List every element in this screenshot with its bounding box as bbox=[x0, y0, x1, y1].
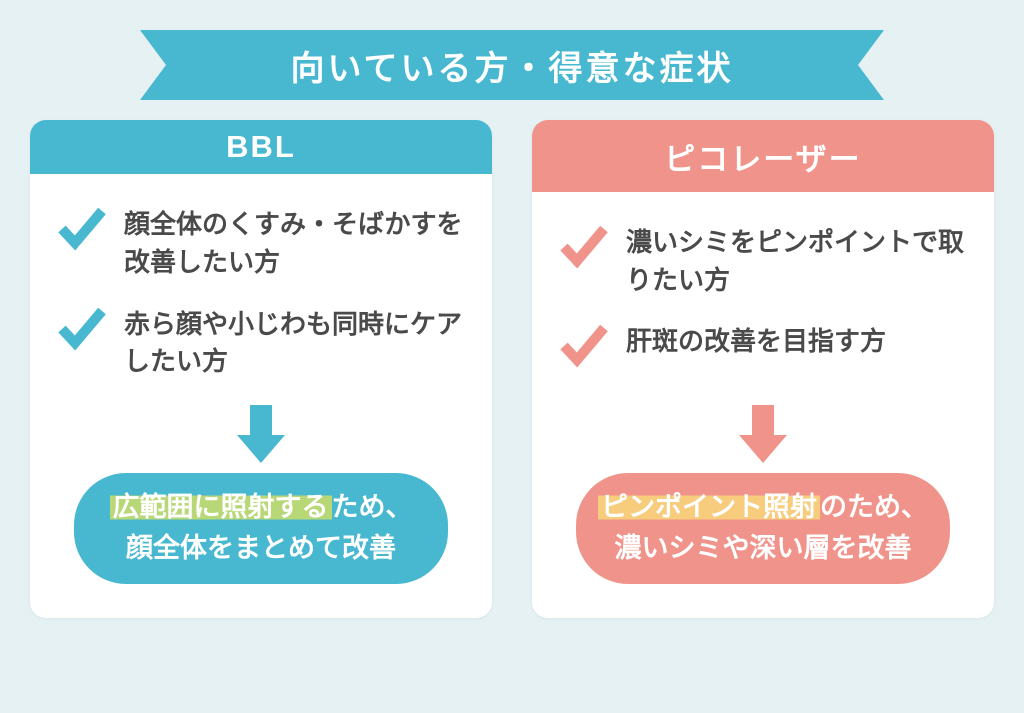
down-arrow-icon bbox=[237, 405, 285, 463]
conclusion-line1-rest: のため、 bbox=[820, 492, 928, 522]
checkmark-icon bbox=[58, 208, 106, 251]
card-bbl-body: 顔全体のくすみ・そばかすを改善したい方 赤ら顔や小じわも同時にケアしたい方 広範… bbox=[30, 174, 492, 618]
list-item: 肝斑の改善を目指す方 bbox=[560, 323, 966, 368]
card-pico-body: 濃いシミをピンポイントで取りたい方 肝斑の改善を目指す方 ピンポイント照射のため… bbox=[532, 192, 994, 618]
down-arrow-icon bbox=[739, 405, 787, 463]
card-bbl-title: BBL bbox=[226, 129, 296, 165]
list-item: 顔全体のくすみ・そばかすを改善したい方 bbox=[58, 206, 464, 281]
list-item-text: 肝斑の改善を目指す方 bbox=[626, 326, 887, 357]
conclusion-pill: 広範囲に照射するため、 顔全体をまとめて改善 bbox=[74, 473, 448, 584]
card-bbl: BBL 顔全体のくすみ・そばかすを改善したい方 赤ら顔や小じわも同時にケアしたい… bbox=[30, 120, 492, 618]
checkmark-icon bbox=[58, 307, 106, 351]
title-ribbon: 向いている方・得意な症状 bbox=[140, 30, 884, 100]
conclusion-pill: ピンポイント照射のため、 濃いシミや深い層を改善 bbox=[576, 473, 950, 584]
conclusion-line2: 濃いシミや深い層を改善 bbox=[614, 532, 912, 563]
list-item-text: 顔全体のくすみ・そばかすを改善したい方 bbox=[124, 209, 463, 277]
comparison-columns: BBL 顔全体のくすみ・そばかすを改善したい方 赤ら顔や小じわも同時にケアしたい… bbox=[0, 120, 1024, 618]
card-pico-laser: ピコレーザー 濃いシミをピンポイントで取りたい方 肝斑の改善を目指す方 ピンポイ… bbox=[532, 120, 994, 618]
conclusion-line1-rest: ため、 bbox=[331, 492, 413, 522]
page-title: 向いている方・得意な症状 bbox=[290, 49, 734, 88]
checkmark-icon bbox=[560, 325, 608, 368]
list-item-text: 赤ら顔や小じわも同時にケアしたい方 bbox=[124, 308, 463, 377]
list-item: 赤ら顔や小じわも同時にケアしたい方 bbox=[58, 306, 464, 381]
list-item: 濃いシミをピンポイントで取りたい方 bbox=[560, 224, 966, 299]
highlighted-text: ピンポイント照射 bbox=[598, 492, 820, 522]
checkmark-icon bbox=[560, 225, 608, 269]
list-item-text: 濃いシミをピンポイントで取りたい方 bbox=[626, 227, 965, 295]
conclusion-line2: 顔全体をまとめて改善 bbox=[126, 532, 396, 563]
highlighted-text: 広範囲に照射する bbox=[109, 492, 332, 522]
card-pico-header: ピコレーザー bbox=[532, 120, 994, 192]
card-bbl-header: BBL bbox=[30, 120, 492, 175]
card-pico-title: ピコレーザー bbox=[664, 141, 862, 177]
